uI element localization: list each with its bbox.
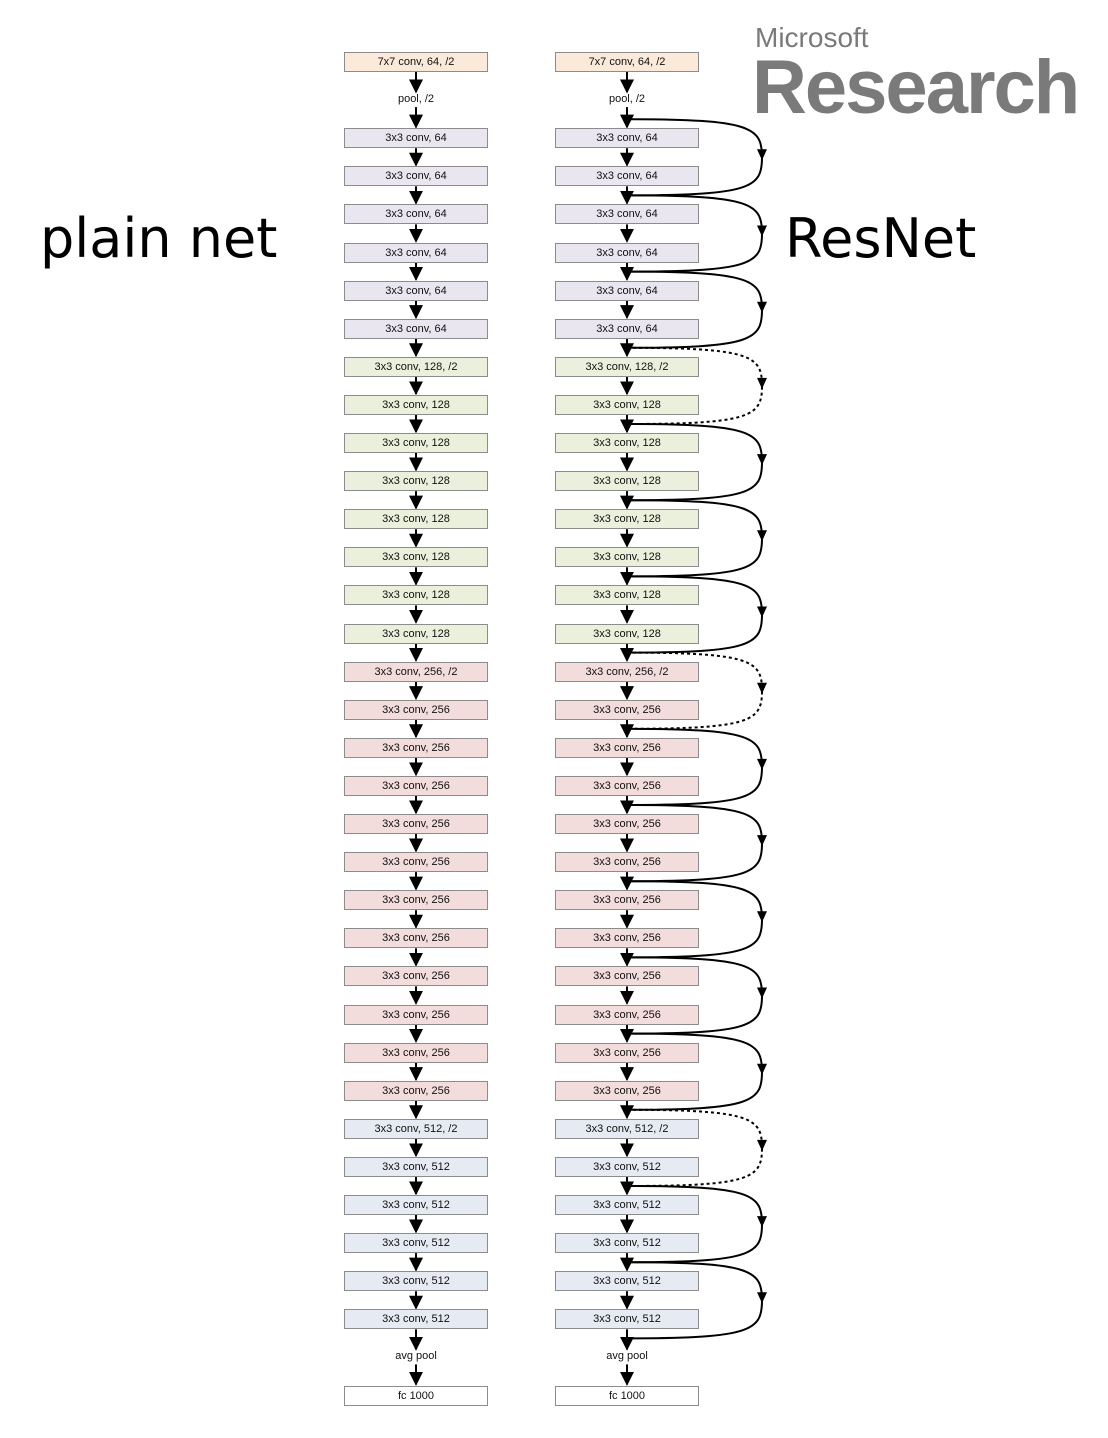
projection-shortcut bbox=[626, 651, 764, 730]
resnet-layer-box: 3x3 conv, 256 bbox=[555, 814, 699, 834]
shortcut-arrowhead bbox=[757, 530, 767, 542]
resnet-layer-box: fc 1000 bbox=[555, 1385, 699, 1406]
resnet-layer-box: 3x3 conv, 256 bbox=[555, 1004, 699, 1025]
projection-shortcut bbox=[626, 1108, 764, 1187]
plain-layer-box: 3x3 conv, 128 bbox=[344, 585, 488, 606]
plain-layer-box: 3x3 conv, 64 bbox=[344, 204, 488, 225]
shortcut-arrowhead bbox=[757, 911, 767, 923]
resnet-layer-box: 3x3 conv, 256 bbox=[555, 699, 699, 720]
resnet-layer-text: pool, /2 bbox=[608, 93, 646, 106]
shortcut-arrowhead bbox=[757, 835, 767, 847]
plain-layer-box: 3x3 conv, 64 bbox=[344, 128, 488, 149]
resnet-layer-box: 3x3 conv, 512 bbox=[555, 1309, 699, 1330]
resnet-layer-box: 3x3 conv, 64 bbox=[555, 318, 699, 339]
shortcut-arrowhead bbox=[757, 1292, 767, 1304]
logo-microsoft-text: Microsoft bbox=[755, 22, 869, 53]
resnet-layer-box: 3x3 conv, 64 bbox=[555, 128, 699, 149]
resnet-layer-box: 3x3 conv, 256 bbox=[555, 775, 699, 796]
resnet-layer-box: 3x3 conv, 512 bbox=[555, 1271, 699, 1292]
plain-layer-box: 3x3 conv, 512, /2 bbox=[344, 1118, 488, 1139]
shortcut-arrowhead bbox=[757, 1216, 767, 1228]
plain-layer-box: 3x3 conv, 256 bbox=[344, 890, 488, 911]
resnet-layer-box: 3x3 conv, 256 bbox=[555, 1042, 699, 1063]
resnet-layer-box: 3x3 conv, 128 bbox=[555, 433, 699, 453]
shortcut-arrowhead bbox=[757, 377, 767, 389]
microsoft-research-logo: Microsoft Research bbox=[752, 22, 1080, 130]
plain-layer-box: 3x3 conv, 256 bbox=[344, 699, 488, 720]
plain-layer-box: 3x3 conv, 128, /2 bbox=[344, 356, 488, 377]
plain-layer-box: 3x3 conv, 128 bbox=[344, 509, 488, 530]
resnet-layer-box: 3x3 conv, 256 bbox=[555, 737, 699, 758]
resnet-title: ResNet bbox=[785, 207, 977, 270]
plain-net-title: plain net bbox=[40, 207, 278, 270]
resnet-layer-box: 3x3 conv, 64 bbox=[555, 166, 699, 187]
resnet-layer-box: 3x3 conv, 128 bbox=[555, 471, 699, 492]
plain-layer-box: 7x7 conv, 64, /2 bbox=[344, 52, 488, 72]
plain-layer-box: 3x3 conv, 512 bbox=[344, 1309, 488, 1330]
shortcut-arrowhead bbox=[757, 225, 767, 237]
logo-research-text: Research bbox=[752, 45, 1080, 130]
shortcut-arrowhead bbox=[757, 758, 767, 770]
plain-layer-box: 3x3 conv, 256 bbox=[344, 775, 488, 796]
plain-layer-box: 3x3 conv, 256 bbox=[344, 814, 488, 834]
resnet-layer-box: 3x3 conv, 128 bbox=[555, 623, 699, 644]
plain-layer-box: 3x3 conv, 128 bbox=[344, 433, 488, 453]
plain-layer-box: 3x3 conv, 64 bbox=[344, 318, 488, 339]
resnet-layer-box: 3x3 conv, 256 bbox=[555, 890, 699, 911]
resnet-layer-box: 7x7 conv, 64, /2 bbox=[555, 52, 699, 72]
shortcut-arrowhead bbox=[757, 1063, 767, 1075]
plain-layer-text: pool, /2 bbox=[397, 93, 435, 106]
resnet-layer-box: 3x3 conv, 64 bbox=[555, 242, 699, 263]
plain-layer-box: 3x3 conv, 128 bbox=[344, 623, 488, 644]
shortcut-arrowhead bbox=[757, 149, 767, 161]
resnet-layer-box: 3x3 conv, 256 bbox=[555, 928, 699, 949]
resnet-layer-box: 3x3 conv, 128 bbox=[555, 394, 699, 415]
resnet-layer-box: 3x3 conv, 64 bbox=[555, 280, 699, 301]
shortcut-arrowhead bbox=[757, 454, 767, 466]
plain-layer-box: 3x3 conv, 64 bbox=[344, 242, 488, 263]
projection-shortcut bbox=[626, 346, 764, 425]
resnet-layer-box: 3x3 conv, 256 bbox=[555, 966, 699, 987]
shortcut-arrowhead bbox=[757, 301, 767, 313]
plain-layer-box: 3x3 conv, 64 bbox=[344, 166, 488, 187]
resnet-layer-text: avg pool bbox=[606, 1350, 648, 1363]
plain-layer-box: 3x3 conv, 64 bbox=[344, 280, 488, 301]
shortcut-arrowhead bbox=[757, 1139, 767, 1151]
plain-layer-box: 3x3 conv, 256 bbox=[344, 928, 488, 949]
plain-layer-text: avg pool bbox=[395, 1350, 437, 1363]
resnet-layer-box: 3x3 conv, 256 bbox=[555, 1080, 699, 1101]
resnet-layer-box: 3x3 conv, 128 bbox=[555, 585, 699, 606]
shortcut-arrowhead bbox=[757, 987, 767, 999]
plain-layer-box: 3x3 conv, 256 bbox=[344, 852, 488, 873]
plain-layer-box: 3x3 conv, 256 bbox=[344, 737, 488, 758]
resnet-layer-box: 3x3 conv, 512, /2 bbox=[555, 1118, 699, 1139]
plain-layer-box: 3x3 conv, 128 bbox=[344, 547, 488, 568]
plain-layer-box: 3x3 conv, 512 bbox=[344, 1233, 488, 1254]
plain-layer-box: 3x3 conv, 256 bbox=[344, 1004, 488, 1025]
plain-layer-box: 3x3 conv, 512 bbox=[344, 1195, 488, 1215]
shortcut-arrowhead bbox=[757, 606, 767, 618]
resnet-layer-box: 3x3 conv, 256, /2 bbox=[555, 661, 699, 682]
plain-layer-box: 3x3 conv, 512 bbox=[344, 1271, 488, 1292]
resnet-layer-box: 3x3 conv, 128, /2 bbox=[555, 356, 699, 377]
shortcut-arrowhead bbox=[757, 682, 767, 694]
plain-layer-box: 3x3 conv, 128 bbox=[344, 394, 488, 415]
plain-layer-box: 3x3 conv, 256 bbox=[344, 1042, 488, 1063]
plain-layer-box: 3x3 conv, 512 bbox=[344, 1156, 488, 1177]
resnet-layer-box: 3x3 conv, 512 bbox=[555, 1233, 699, 1254]
plain-layer-box: fc 1000 bbox=[344, 1385, 488, 1406]
plain-layer-box: 3x3 conv, 128 bbox=[344, 471, 488, 492]
plain-layer-box: 3x3 conv, 256 bbox=[344, 966, 488, 987]
resnet-layer-box: 3x3 conv, 512 bbox=[555, 1195, 699, 1215]
resnet-layer-box: 3x3 conv, 128 bbox=[555, 547, 699, 568]
resnet-layer-box: 3x3 conv, 256 bbox=[555, 852, 699, 873]
resnet-layer-box: 3x3 conv, 64 bbox=[555, 204, 699, 225]
plain-layer-box: 3x3 conv, 256, /2 bbox=[344, 661, 488, 682]
resnet-layer-box: 3x3 conv, 128 bbox=[555, 509, 699, 530]
plain-layer-box: 3x3 conv, 256 bbox=[344, 1080, 488, 1101]
resnet-layer-box: 3x3 conv, 512 bbox=[555, 1156, 699, 1177]
